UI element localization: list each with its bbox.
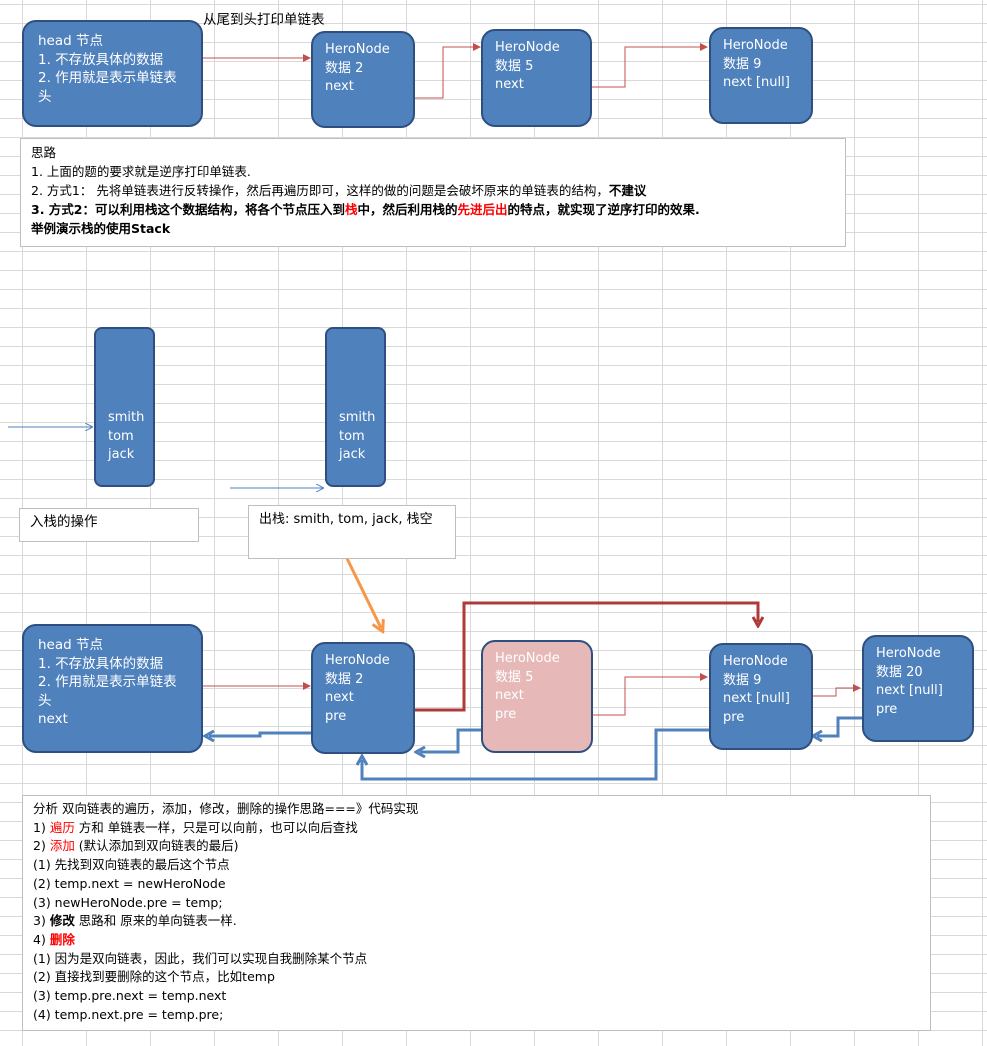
node-text: 数据 2 xyxy=(325,671,364,687)
idea-bold: 不建议 xyxy=(608,183,647,198)
analysis-line: 3) 修改 思路和 原来的单向链表一样. xyxy=(33,912,920,931)
node-text: next [null] xyxy=(723,691,790,706)
analysis-bold: 修改 xyxy=(49,913,75,929)
node-text: HeroNode xyxy=(495,651,560,666)
dll-node-20: HeroNode 数据 20 next [null] pre xyxy=(862,635,974,742)
idea-line: 思路 xyxy=(31,145,57,160)
node-text: 数据 2 xyxy=(325,60,364,76)
node-text: next xyxy=(495,77,524,92)
node-text: head 节点 xyxy=(38,33,103,49)
node-text: HeroNode xyxy=(325,42,390,57)
dll-head-node: head 节点 1. 不存放具体的数据 2. 作用就是表示单链表 头 next xyxy=(22,624,203,753)
idea-text: 中，然后利用栈的 xyxy=(357,202,458,217)
analysis-highlight: 删除 xyxy=(49,931,75,947)
node-text: HeroNode xyxy=(495,40,560,55)
node-text: head 节点 xyxy=(38,637,103,653)
pop-label: 出栈: smith, tom, jack, 栈空 xyxy=(248,505,456,559)
analysis-line: 2) 添加 (默认添加到双向链表的最后) xyxy=(33,837,920,856)
thick-blue-node9-pre xyxy=(362,728,710,781)
idea-line: 举例演示栈的使用Stack xyxy=(31,221,171,236)
node-text: next xyxy=(38,711,68,727)
stack-pop: smith tom jack xyxy=(325,327,386,487)
analysis-text: 4) xyxy=(33,931,50,947)
node-text: 数据 9 xyxy=(723,56,762,72)
analysis-line: (1) 因为是双向链表，因此，我们可以实现自我删除某个节点 xyxy=(33,950,368,966)
node-text: 数据 5 xyxy=(495,58,534,74)
idea-box: 思路 1. 上面的题的要求就是逆序打印单链表. 2. 方式1： 先将单链表进行反… xyxy=(20,138,846,247)
analysis-line: (2) temp.next = newHeroNode xyxy=(33,875,226,891)
analysis-line: (3) newHeroNode.pre = temp; xyxy=(33,894,223,910)
node-text: 2. 作用就是表示单链表 xyxy=(38,70,177,86)
analysis-text: 3) xyxy=(33,913,50,929)
node-text: HeroNode xyxy=(325,653,390,668)
head-node: head 节点 1. 不存放具体的数据 2. 作用就是表示单链表 头 xyxy=(22,20,203,127)
node-2: HeroNode 数据 2 next xyxy=(311,31,415,128)
thick-blue-node2-pre xyxy=(209,733,314,736)
analysis-line: (1) 先找到双向链表的最后这个节点 xyxy=(33,857,230,873)
node-text: 1. 不存放具体的数据 xyxy=(38,51,164,68)
stack-item: jack xyxy=(108,447,135,462)
node-text: HeroNode xyxy=(723,654,788,669)
node-text: 1. 不存放具体的数据 xyxy=(38,655,164,672)
node-text: 数据 20 xyxy=(876,664,923,680)
arrow-dnode9-to-dnode20 xyxy=(813,684,861,697)
analysis-text: 方和 单链表一样，只是可以向前，也可以向后查找 xyxy=(74,819,358,835)
analysis-line: 1) 遍历 方和 单链表一样，只是可以向前，也可以向后查找 xyxy=(33,819,920,838)
node-text: next [null] xyxy=(876,683,943,698)
node-text: next [null] xyxy=(723,75,790,90)
node-text: next xyxy=(325,79,354,94)
analysis-text: 2) xyxy=(33,838,50,854)
analysis-line: (4) temp.next.pre = temp.pre; xyxy=(33,1006,224,1022)
node-5: HeroNode 数据 5 next xyxy=(481,29,592,127)
idea-line: 1. 上面的题的要求就是逆序打印单链表. xyxy=(31,164,251,179)
thick-blue-node5-pre xyxy=(420,728,500,752)
stack-push: smith tom jack xyxy=(94,327,155,487)
node-text: 头 xyxy=(38,692,52,709)
idea-text: 3. 方式2：可以利用栈这个数据结构，将各个节点压入到 xyxy=(31,202,345,217)
stack-item: tom xyxy=(108,428,134,444)
node-text: 头 xyxy=(38,88,52,105)
page-title: 从尾到头打印单链表 xyxy=(203,12,325,28)
thick-red-next-arrow xyxy=(400,601,758,712)
stack-item: smith xyxy=(339,410,376,425)
node-text: HeroNode xyxy=(876,646,941,661)
node-text: next xyxy=(325,690,354,705)
idea-text: 的特点，就实现了逆序打印的效果. xyxy=(507,202,700,217)
arrow-node2-to-node5 xyxy=(405,43,481,99)
analysis-text: 1) xyxy=(33,819,50,835)
analysis-highlight: 添加 xyxy=(49,838,75,854)
idea-line: 2. 方式1： 先将单链表进行反转操作，然后再遍历即可，这样的做的问题是会破坏原… xyxy=(31,181,835,200)
node-text: pre xyxy=(876,701,898,717)
node-text: pre xyxy=(723,709,745,725)
dll-node-2: HeroNode 数据 2 next pre xyxy=(311,642,415,754)
thick-blue-node20-pre xyxy=(817,716,862,736)
dll-node-5-deleted: HeroNode 数据 5 next pre xyxy=(481,640,593,753)
push-label: 入栈的操作 xyxy=(19,508,199,542)
idea-line: 3. 方式2：可以利用栈这个数据结构，将各个节点压入到栈中，然后利用栈的先进后出… xyxy=(31,200,835,219)
node-text: pre xyxy=(325,708,347,724)
node-text: 数据 9 xyxy=(723,672,762,688)
analysis-highlight: 遍历 xyxy=(49,819,75,835)
analysis-line: 4) 删除 xyxy=(33,931,920,950)
idea-highlight: 栈 xyxy=(345,202,358,217)
idea-highlight: 先进后出 xyxy=(457,202,508,217)
analysis-line: (2) 直接找到要删除的这个节点，比如temp xyxy=(33,969,275,985)
node-text: 数据 5 xyxy=(495,669,534,685)
analysis-text: 思路和 原来的单向链表一样. xyxy=(74,913,237,929)
stack-item: jack xyxy=(339,447,366,462)
stack-item: smith xyxy=(108,410,145,425)
analysis-line: 分析 双向链表的遍历，添加，修改，删除的操作思路===》代码实现 xyxy=(33,801,419,816)
analysis-text: (默认添加到双向链表的最后) xyxy=(74,838,239,854)
node-text: pre xyxy=(495,706,517,722)
stack-item: tom xyxy=(339,428,365,444)
node-text: 2. 作用就是表示单链表 xyxy=(38,674,177,690)
analysis-line: (3) temp.pre.next = temp.next xyxy=(33,988,227,1004)
node-text: next xyxy=(495,688,524,703)
node-9: HeroNode 数据 9 next [null] xyxy=(709,27,813,124)
idea-text: 2. 方式1： 先将单链表进行反转操作，然后再遍历即可，这样的做的问题是会破坏原… xyxy=(31,183,609,198)
dll-node-9: HeroNode 数据 9 next [null] pre xyxy=(709,643,813,750)
analysis-box: 分析 双向链表的遍历，添加，修改，删除的操作思路===》代码实现 1) 遍历 方… xyxy=(22,795,931,1031)
node-text: HeroNode xyxy=(723,38,788,53)
